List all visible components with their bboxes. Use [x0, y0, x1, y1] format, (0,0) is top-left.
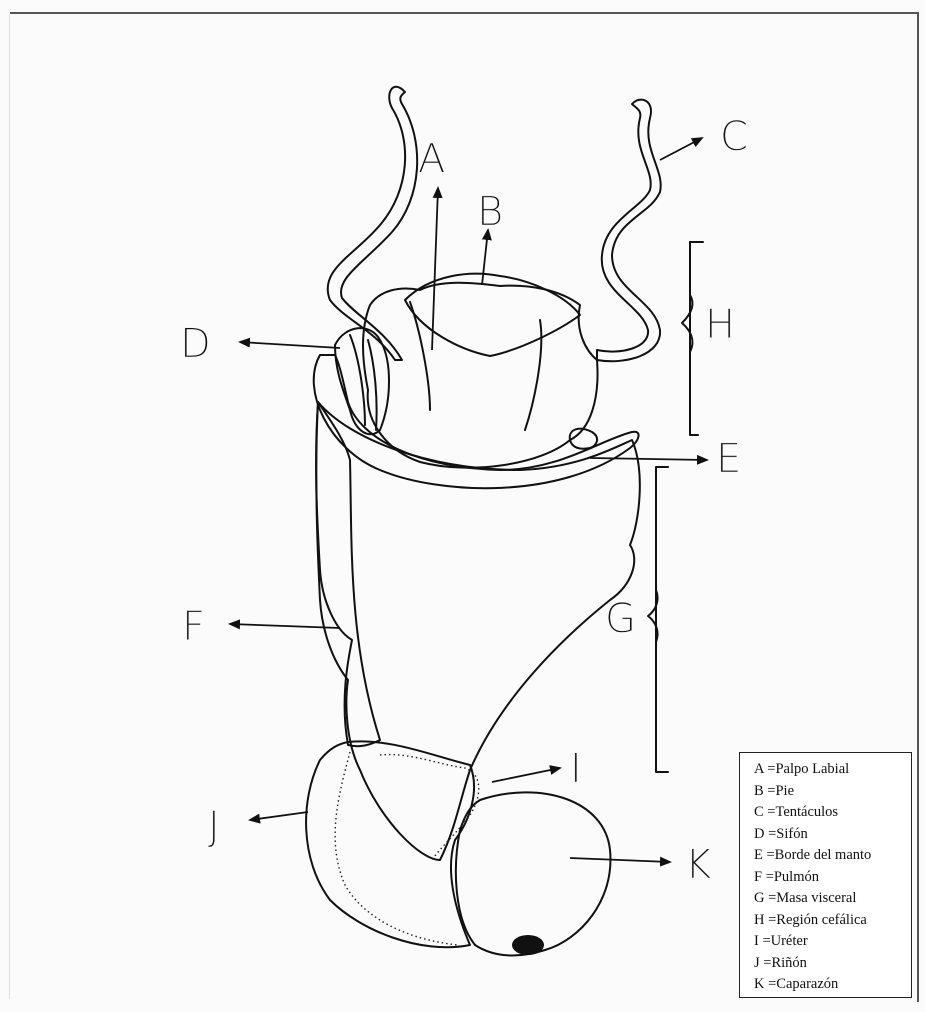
- arrow-b: [482, 230, 488, 285]
- arrow-a: [432, 188, 438, 350]
- legend-item-k: K =Caparazón: [754, 974, 911, 996]
- legend-item-j: J =Riñón: [754, 953, 911, 975]
- label-f: F: [182, 604, 205, 650]
- legend-item-i: I =Uréter: [754, 931, 911, 953]
- label-e: E: [716, 436, 741, 482]
- legend-item-b: B =Pie: [754, 781, 911, 803]
- label-h: H: [705, 302, 735, 348]
- ureter: [380, 755, 479, 860]
- arrow-i: [492, 768, 560, 782]
- legend-item-h: H =Región cefálica: [754, 910, 911, 932]
- kidney-dotted-outline: [335, 752, 458, 945]
- arrow-d: [240, 342, 340, 348]
- legend-item-d: D =Sifón: [754, 824, 911, 846]
- arrow-c: [660, 138, 702, 160]
- head: [363, 283, 598, 468]
- legend-item-a: A =Palpo Labial: [754, 759, 911, 781]
- legend-item-e: E =Borde del manto: [754, 845, 911, 867]
- shell: [456, 792, 611, 955]
- label-c: C: [720, 114, 748, 160]
- visceral-mass: [316, 402, 640, 860]
- legend-item-f: F =Pulmón: [754, 867, 911, 889]
- kidney: [306, 741, 474, 947]
- shell-apex: [512, 935, 544, 955]
- right-tentacle: [597, 100, 661, 362]
- arrow-j: [250, 812, 308, 820]
- lung: [316, 402, 380, 746]
- arrow-k: [570, 858, 670, 862]
- left-tentacle: [328, 87, 418, 360]
- label-g: G: [605, 596, 636, 642]
- arrow-e: [590, 458, 707, 460]
- label-k: K: [685, 842, 711, 888]
- legend-item-g: G =Masa visceral: [754, 888, 911, 910]
- label-a: A: [418, 136, 445, 182]
- legend-box: A =Palpo Labial B =Pie C =Tentáculos D =…: [739, 752, 912, 998]
- label-b: B: [477, 189, 503, 235]
- label-i: I: [570, 746, 582, 792]
- label-d: D: [180, 321, 211, 367]
- legend-item-c: C =Tentáculos: [754, 802, 911, 824]
- bracket-g: [656, 467, 668, 772]
- label-j: J: [208, 804, 220, 850]
